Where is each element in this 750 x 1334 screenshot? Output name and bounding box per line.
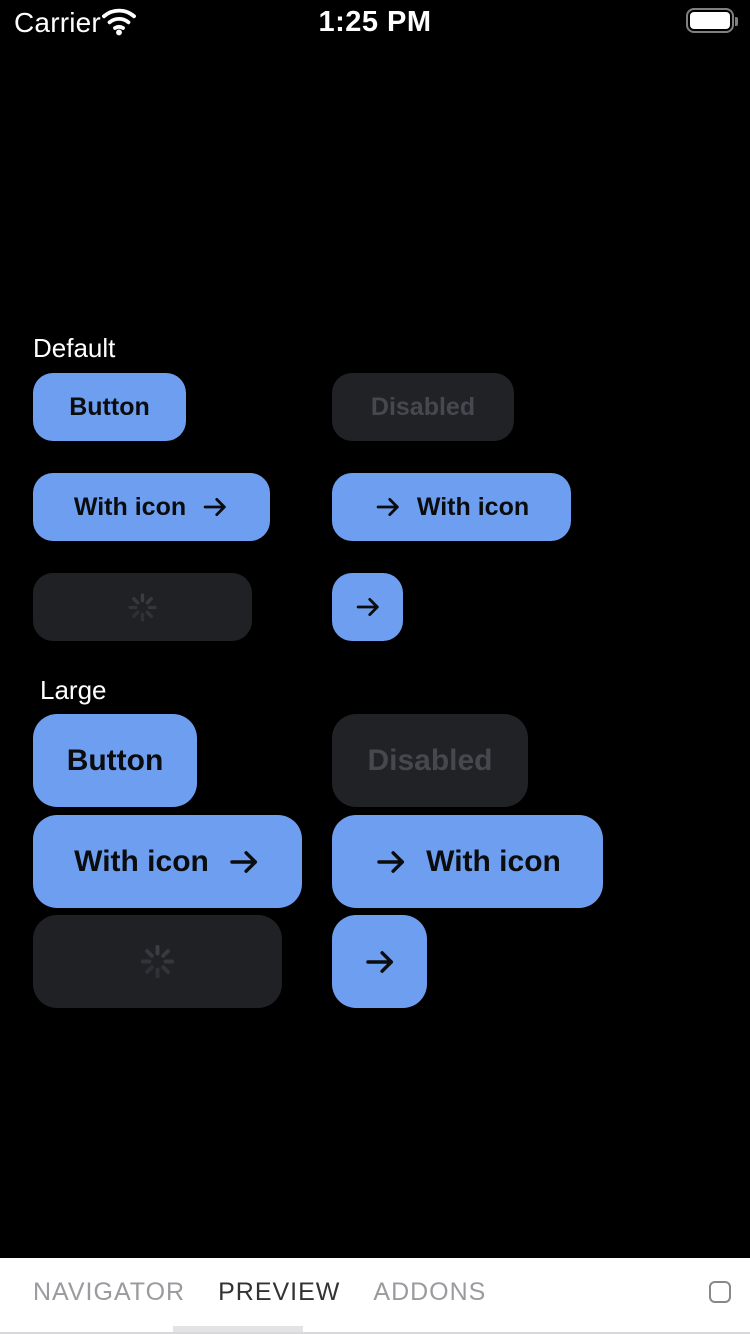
button-icon-only-default[interactable] — [332, 573, 403, 641]
carrier-label: Carrier — [14, 7, 101, 38]
arrow-right-icon — [230, 850, 257, 873]
spinner-icon — [128, 592, 157, 622]
button-icon-left-default[interactable]: With icon — [332, 473, 571, 541]
button-label: Disabled — [370, 392, 476, 421]
button-icon-right-large[interactable]: With icon — [33, 815, 302, 908]
button-label: With icon — [73, 492, 187, 521]
button-label: With icon — [74, 844, 209, 878]
wifi-icon — [102, 8, 136, 36]
button-disabled-large[interactable]: Disabled — [332, 714, 528, 807]
storybook-tab-bar: NAVIGATOR PREVIEW ADDONS — [0, 1258, 750, 1334]
button-disabled-default[interactable]: Disabled — [332, 373, 514, 441]
button-primary-default[interactable]: Button — [33, 373, 186, 441]
active-tab-indicator — [173, 1326, 303, 1332]
button-label: Button — [69, 392, 150, 421]
arrow-right-icon — [203, 498, 226, 516]
bottom-divider — [0, 1332, 750, 1334]
status-bar: Carrier 1:25 PM — [0, 0, 750, 44]
tab-navigator[interactable]: NAVIGATOR — [33, 1277, 186, 1306]
spinner-icon — [140, 944, 175, 979]
button-loading-large[interactable] — [33, 915, 282, 1008]
clock-label: 1:25 PM — [318, 6, 432, 38]
arrow-right-icon — [377, 850, 405, 873]
button-label: Disabled — [367, 743, 493, 777]
button-label: With icon — [416, 492, 530, 521]
tab-group: NAVIGATOR PREVIEW ADDONS — [33, 1258, 486, 1326]
arrow-right-icon — [365, 950, 393, 973]
button-label: Button — [66, 743, 164, 777]
tab-preview[interactable]: PREVIEW — [218, 1277, 341, 1306]
button-loading-default[interactable] — [33, 573, 252, 641]
button-primary-large[interactable]: Button — [33, 714, 197, 807]
button-icon-right-default[interactable]: With icon — [33, 473, 270, 541]
section-title-large: Large — [40, 675, 107, 705]
fullscreen-toggle-icon[interactable] — [709, 1281, 731, 1303]
button-icon-left-large[interactable]: With icon — [332, 815, 603, 908]
section-title-default: Default — [33, 333, 116, 363]
arrow-right-icon — [356, 598, 379, 616]
battery-icon — [686, 8, 738, 33]
button-label: With icon — [426, 844, 561, 878]
arrow-right-icon — [376, 498, 399, 516]
tab-addons[interactable]: ADDONS — [373, 1277, 487, 1306]
button-icon-only-large[interactable] — [332, 915, 427, 1008]
